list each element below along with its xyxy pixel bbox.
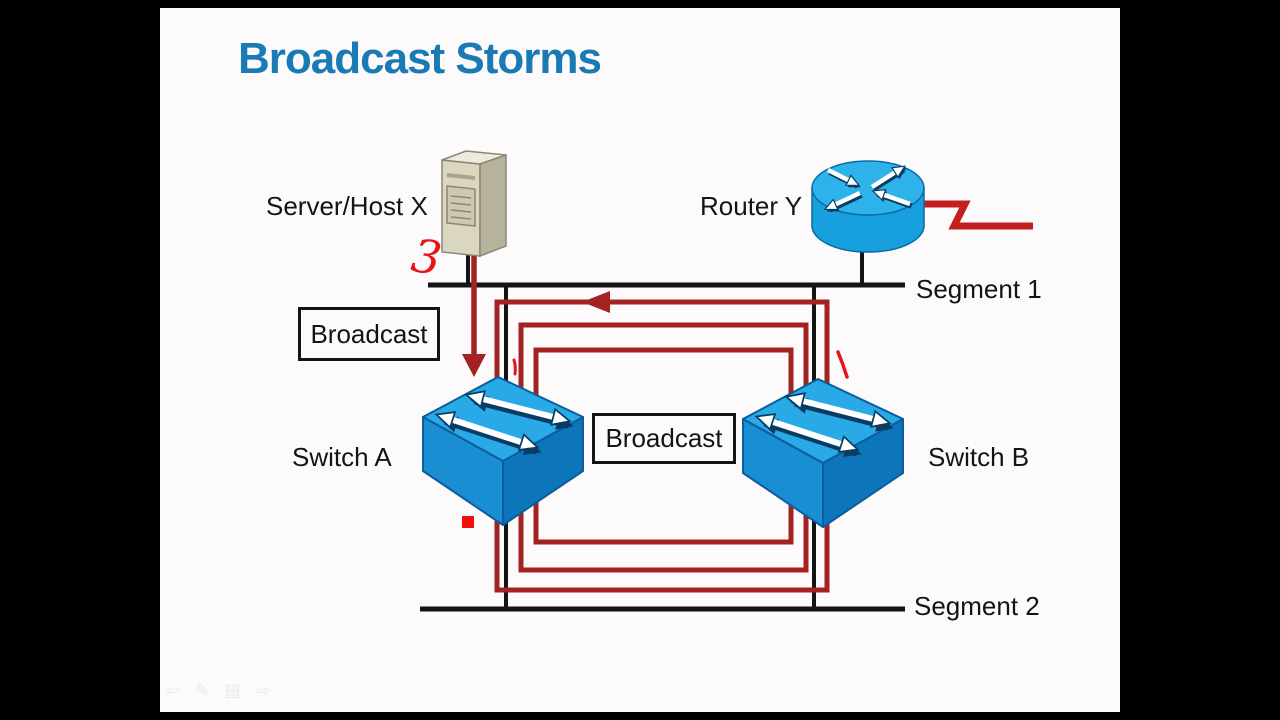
switch-b-label: Switch B xyxy=(928,442,1030,472)
pen-tool-icon[interactable]: ✎ xyxy=(195,681,210,700)
letterbox-bottom xyxy=(0,712,1280,720)
slide-menu-icon[interactable]: ▤ xyxy=(224,681,241,700)
broadcast-arrowhead xyxy=(462,354,486,377)
presenter-toolbar: ⇦ ✎ ▤ ⇨ xyxy=(166,682,270,699)
switch-a-icon xyxy=(419,367,585,527)
letterbox-right xyxy=(1120,0,1280,720)
router-icon xyxy=(811,160,925,253)
server-icon xyxy=(441,150,507,258)
previous-slide-icon[interactable]: ⇦ xyxy=(166,681,181,700)
presentation-slide: Broadcast Storms xyxy=(160,8,1120,712)
next-slide-icon[interactable]: ⇨ xyxy=(255,681,270,700)
letterbox-left xyxy=(0,0,160,720)
switch-b-icon xyxy=(739,369,905,529)
wan-serial-link xyxy=(918,200,1033,230)
letterbox-top xyxy=(0,0,1280,8)
server-label: Server/Host X xyxy=(266,191,428,221)
loop-direction-arrowhead xyxy=(582,291,610,313)
broadcast-box-left: Broadcast xyxy=(298,307,440,361)
diagram-lines-layer xyxy=(420,200,1033,612)
broadcast-box-center: Broadcast xyxy=(592,413,736,464)
segment2-label: Segment 2 xyxy=(914,591,1040,621)
router-label: Router Y xyxy=(700,191,803,221)
switch-a-label: Switch A xyxy=(292,442,392,472)
slide-title: Broadcast Storms xyxy=(238,34,602,83)
segment1-label: Segment 1 xyxy=(916,274,1042,304)
